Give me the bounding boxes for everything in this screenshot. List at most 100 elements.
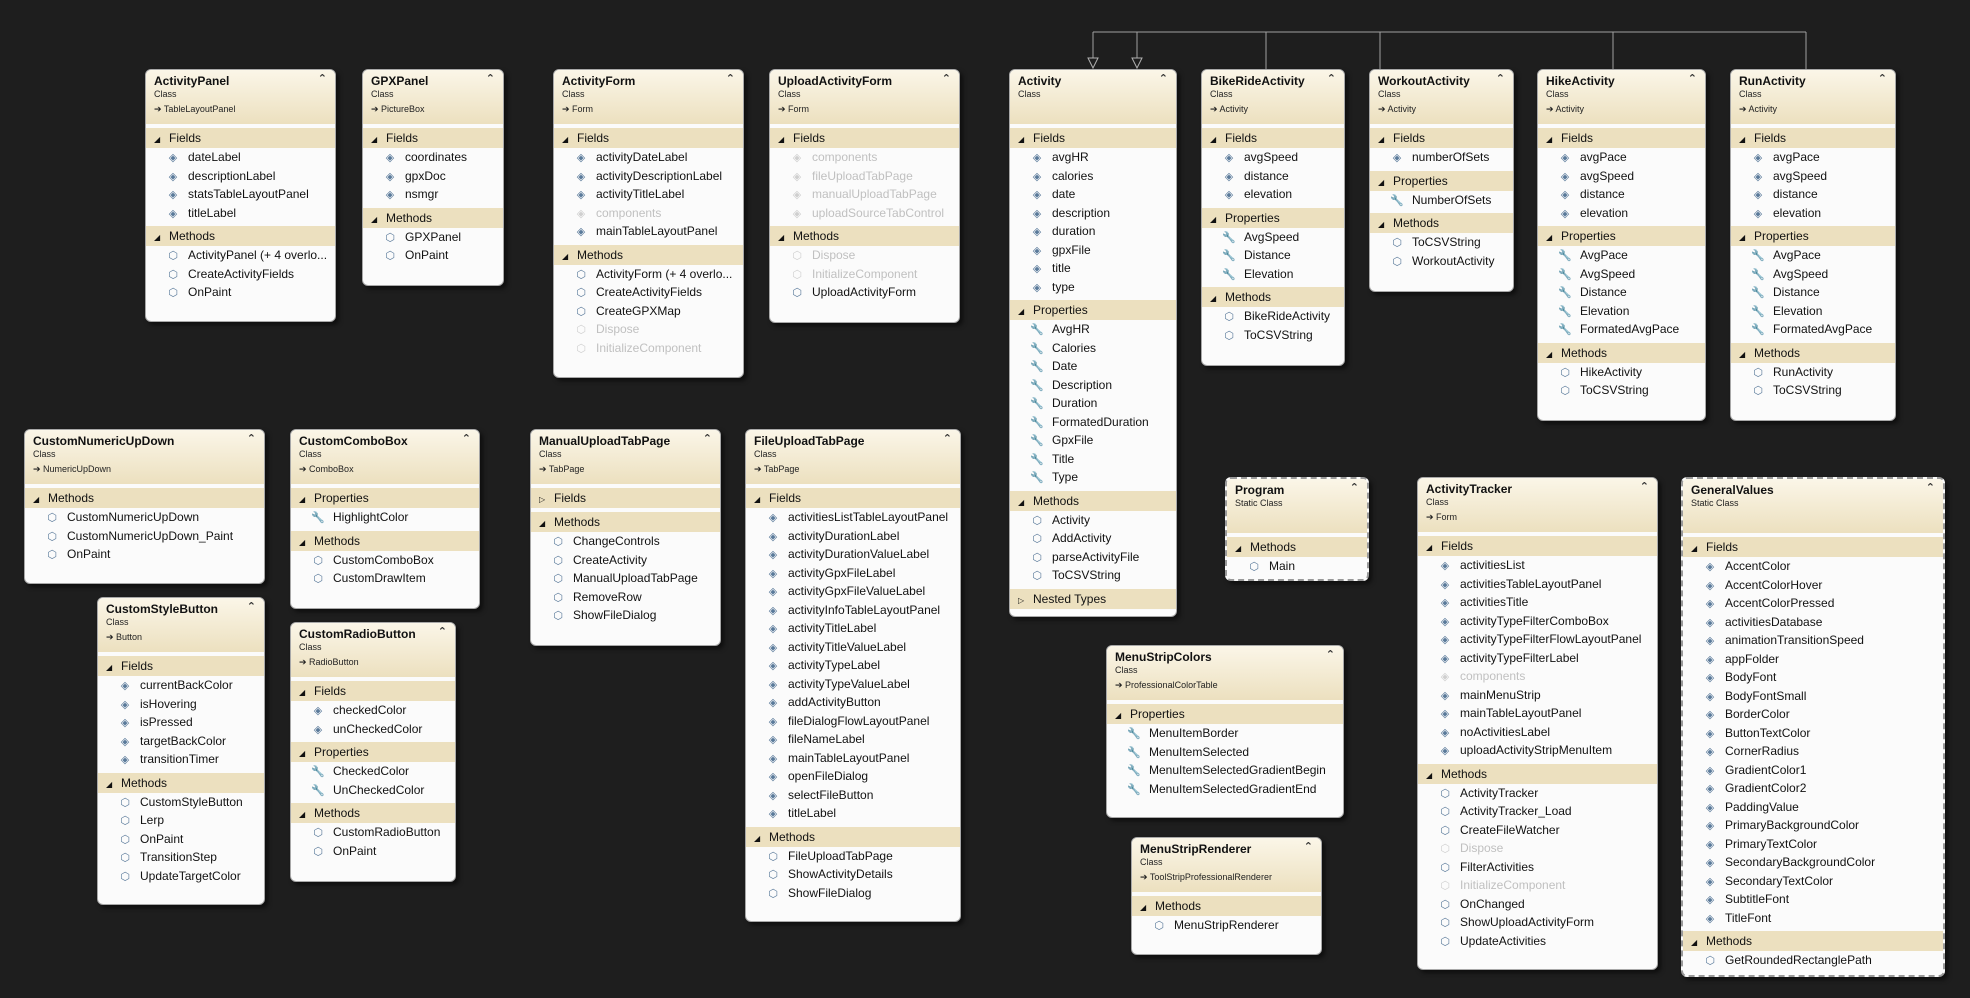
expanded-triangle-icon[interactable]: ◢ (1210, 135, 1217, 144)
section-header-methods[interactable]: ◢Methods (1731, 342, 1895, 363)
member-field[interactable]: ◈BorderColor (1683, 705, 1943, 724)
expanded-triangle-icon[interactable]: ◢ (299, 749, 306, 758)
collapse-chevron-icon[interactable]: ⌃ (1687, 73, 1697, 85)
member-prop[interactable]: 🔧AvgHR (1010, 320, 1176, 339)
member-method[interactable]: ⬡CreateActivityFields (554, 283, 743, 302)
expanded-triangle-icon[interactable]: ◢ (1426, 543, 1433, 552)
member-field[interactable]: ◈activityTitleValueLabel (746, 638, 960, 657)
member-prop[interactable]: 🔧UnCheckedColor (291, 781, 455, 800)
member-field[interactable]: ◈currentBackColor (98, 676, 264, 695)
member-field[interactable]: ◈mainTableLayoutPanel (554, 222, 743, 241)
member-prop[interactable]: 🔧MenuItemSelectedGradientBegin (1107, 761, 1343, 780)
expanded-triangle-icon[interactable]: ◢ (1140, 903, 1147, 912)
member-field[interactable]: ◈components (554, 204, 743, 223)
collapsed-triangle-icon[interactable]: ▷ (539, 495, 546, 504)
member-field[interactable]: ◈statsTableLayoutPanel (146, 185, 335, 204)
member-prop[interactable]: 🔧Elevation (1202, 265, 1344, 284)
member-field[interactable]: ◈unCheckedColor (291, 720, 455, 739)
expanded-triangle-icon[interactable]: ◢ (1210, 214, 1217, 224)
expanded-triangle-icon[interactable]: ◢ (1235, 544, 1242, 553)
member-method[interactable]: ⬡UpdateTargetColor (98, 867, 264, 886)
member-field[interactable]: ◈targetBackColor (98, 732, 264, 751)
section-header-methods[interactable]: ◢Methods (1202, 287, 1344, 307)
section-header-methods[interactable]: ◢Methods (770, 226, 959, 246)
member-field[interactable]: ◈date (1010, 185, 1176, 204)
expanded-triangle-icon[interactable]: ◢ (299, 537, 306, 547)
collapse-chevron-icon[interactable]: ⌃ (246, 601, 256, 613)
member-method[interactable]: ⬡OnPaint (25, 545, 264, 564)
member-method[interactable]: ⬡CreateActivityFields (146, 265, 335, 284)
member-field[interactable]: ◈mainTableLayoutPanel (746, 749, 960, 768)
member-method[interactable]: ⬡CreateActivity (531, 551, 720, 570)
member-prop[interactable]: 🔧Duration (1010, 394, 1176, 413)
member-prop[interactable]: 🔧MenuItemBorder (1107, 724, 1343, 743)
member-field[interactable]: ◈gpxFile (1010, 241, 1176, 260)
member-field[interactable]: ◈PrimaryTextColor (1683, 835, 1943, 854)
member-method[interactable]: ⬡OnPaint (146, 283, 335, 302)
member-field[interactable]: ◈activityInfoTableLayoutPanel (746, 601, 960, 620)
section-header-properties[interactable]: ◢Properties (1731, 226, 1895, 246)
section-header-fields[interactable]: ◢Fields (1202, 128, 1344, 148)
member-field[interactable]: ◈avgPace (1731, 148, 1895, 167)
member-field[interactable]: ◈activityDurationValueLabel (746, 545, 960, 564)
section-header-methods[interactable]: ◢Methods (25, 488, 264, 508)
member-prop[interactable]: 🔧AvgSpeed (1538, 265, 1705, 284)
member-field[interactable]: ◈TitleFont (1683, 909, 1943, 928)
section-header-methods[interactable]: ◢Methods (554, 244, 743, 265)
member-field[interactable]: ◈activityTypeFilterFlowLayoutPanel (1418, 630, 1657, 649)
member-method[interactable]: ⬡ToCSVString (1010, 566, 1176, 585)
section-header-methods[interactable]: ◢Methods (1010, 490, 1176, 511)
member-method[interactable]: ⬡ToCSVString (1538, 381, 1705, 400)
collapse-chevron-icon[interactable]: ⌃ (702, 433, 712, 445)
expanded-triangle-icon[interactable]: ◢ (106, 779, 113, 789)
expanded-triangle-icon[interactable]: ◢ (1115, 711, 1122, 720)
section-header-methods[interactable]: ◢Methods (1418, 763, 1657, 784)
collapse-chevron-icon[interactable]: ⌃ (941, 73, 951, 85)
member-prop[interactable]: 🔧Title (1010, 450, 1176, 469)
member-prop[interactable]: 🔧MenuItemSelectedGradientEnd (1107, 780, 1343, 799)
member-field[interactable]: ◈AccentColorHover (1683, 576, 1943, 595)
member-field[interactable]: ◈uploadActivityStripMenuItem (1418, 741, 1657, 760)
member-field[interactable]: ◈activitiesTableLayoutPanel (1418, 575, 1657, 594)
member-field[interactable]: ◈GradientColor2 (1683, 779, 1943, 798)
expanded-triangle-icon[interactable]: ◢ (1546, 233, 1553, 242)
collapse-chevron-icon[interactable]: ⌃ (246, 433, 256, 445)
section-header-fields[interactable]: ◢Fields (291, 681, 455, 701)
member-field[interactable]: ◈descriptionLabel (146, 167, 335, 186)
member-field[interactable]: ◈activitiesDatabase (1683, 613, 1943, 632)
member-method[interactable]: ⬡FilterActivities (1418, 858, 1657, 877)
member-field[interactable]: ◈animationTransitionSpeed (1683, 631, 1943, 650)
expanded-triangle-icon[interactable]: ◢ (106, 663, 113, 672)
member-method[interactable]: ⬡UploadActivityForm (770, 283, 959, 302)
member-prop[interactable]: 🔧AvgPace (1731, 246, 1895, 265)
member-method[interactable]: ⬡ChangeControls (531, 532, 720, 551)
member-field[interactable]: ◈avgPace (1538, 148, 1705, 167)
member-field[interactable]: ◈mainMenuStrip (1418, 686, 1657, 705)
section-header-methods[interactable]: ◢Methods (146, 226, 335, 246)
member-field[interactable]: ◈BodyFont (1683, 668, 1943, 687)
member-field[interactable]: ◈AccentColorPressed (1683, 594, 1943, 613)
member-field[interactable]: ◈activitiesTitle (1418, 593, 1657, 612)
collapse-chevron-icon[interactable]: ⌃ (942, 433, 952, 445)
section-header-fields[interactable]: ◢Fields (98, 656, 264, 676)
member-field[interactable]: ◈avgSpeed (1731, 167, 1895, 186)
member-method[interactable]: ⬡ToCSVString (1731, 381, 1895, 400)
section-header-methods[interactable]: ◢Methods (531, 512, 720, 532)
collapse-chevron-icon[interactable]: ⌃ (1326, 73, 1336, 85)
member-field[interactable]: ◈fileNameLabel (746, 730, 960, 749)
member-field[interactable]: ◈activityGpxFileValueLabel (746, 582, 960, 601)
